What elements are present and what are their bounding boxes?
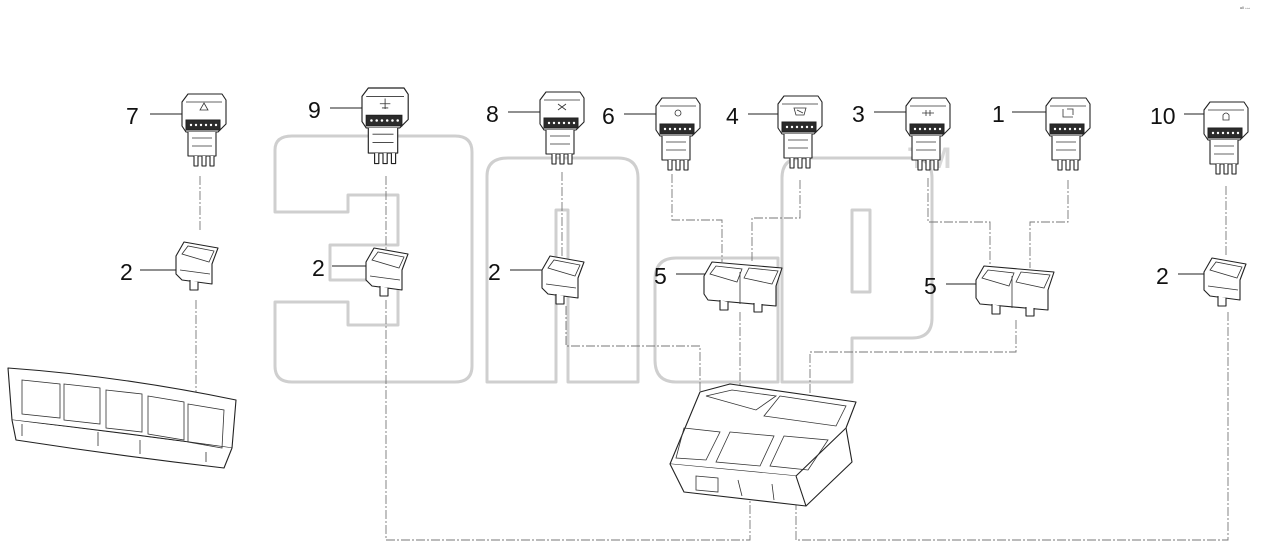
callout-5-a: 5 bbox=[654, 263, 667, 289]
callout-10: 10 bbox=[1150, 103, 1176, 129]
switch-10 bbox=[1203, 101, 1249, 175]
callout-7: 7 bbox=[126, 103, 139, 129]
callout-2-c: 2 bbox=[488, 259, 501, 285]
double-frame-5-b bbox=[975, 265, 1055, 317]
callouts: 7 9 8 6 4 3 1 10 2 2 2 2 5 5 bbox=[120, 97, 1176, 299]
seat-icon bbox=[1062, 108, 1074, 118]
center-console-panel bbox=[669, 383, 857, 507]
lamp-icon bbox=[674, 109, 682, 117]
callout-3: 3 bbox=[852, 101, 865, 127]
switch-7 bbox=[181, 93, 227, 167]
connection-lines bbox=[195, 172, 1229, 541]
corner-mark: ᵃᴵᴵ ◦◦◦ bbox=[1240, 6, 1250, 12]
callout-8: 8 bbox=[486, 101, 499, 127]
frame-2-d bbox=[1203, 257, 1247, 307]
hazard-triangle-icon bbox=[199, 102, 209, 111]
switch-1 bbox=[1045, 97, 1091, 171]
switch-6 bbox=[655, 97, 701, 171]
left-dashboard-panel bbox=[7, 367, 237, 469]
switch-4 bbox=[777, 95, 823, 169]
callout-2-d: 2 bbox=[1156, 263, 1169, 289]
switch-8 bbox=[539, 91, 585, 165]
callout-9: 9 bbox=[308, 97, 321, 123]
switch-3 bbox=[905, 97, 951, 171]
frame-2-c bbox=[541, 255, 585, 305]
callout-1: 1 bbox=[992, 101, 1005, 127]
frame-2-b bbox=[365, 247, 409, 297]
callout-5-b: 5 bbox=[924, 273, 937, 299]
fan-icon bbox=[557, 103, 567, 111]
callout-4: 4 bbox=[726, 103, 739, 129]
leader-lines bbox=[140, 107, 1210, 285]
beacon-icon bbox=[1222, 112, 1230, 121]
light-icon bbox=[922, 110, 934, 116]
aircraft-icon bbox=[379, 98, 391, 109]
callout-2-b: 2 bbox=[312, 255, 325, 281]
frame-2-a bbox=[175, 241, 219, 291]
callout-2-a: 2 bbox=[120, 259, 133, 285]
switch-9 bbox=[361, 87, 409, 165]
heated-glass-icon bbox=[793, 107, 807, 116]
double-frame-5-a bbox=[703, 261, 783, 313]
callout-6: 6 bbox=[602, 103, 615, 129]
